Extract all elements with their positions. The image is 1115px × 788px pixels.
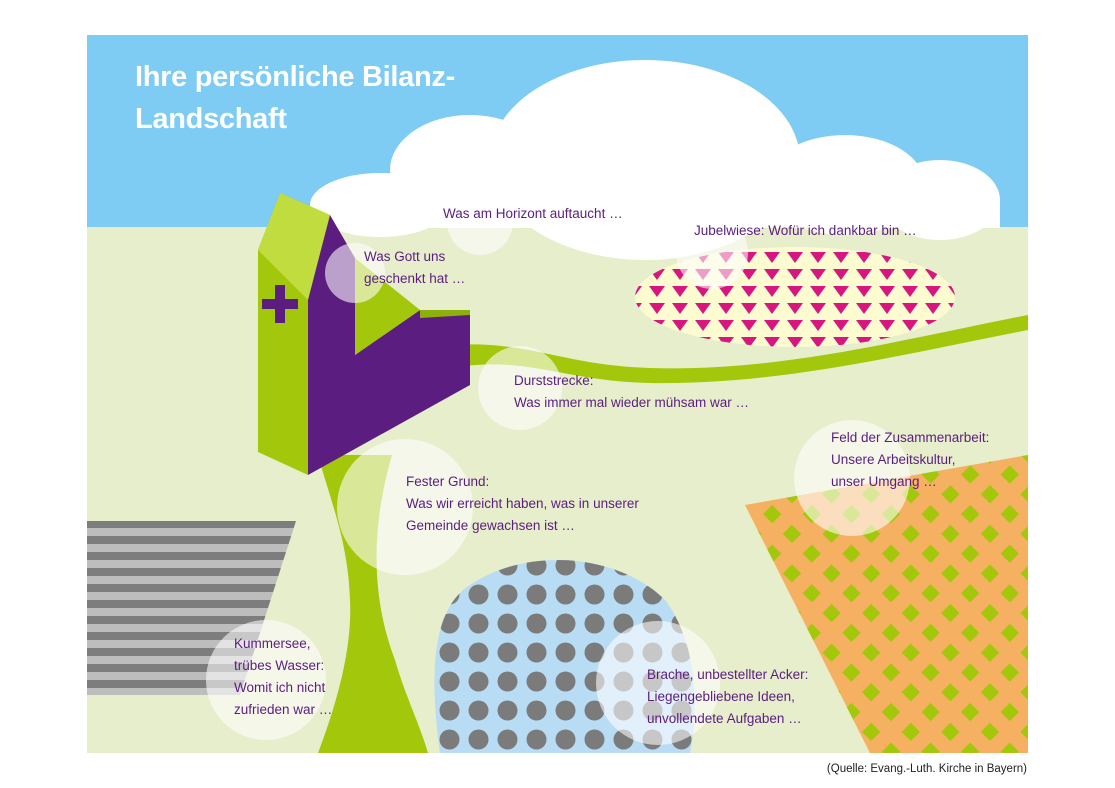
label-gott-line-1: Was Gott uns bbox=[364, 249, 446, 264]
label-jubelwiese: Jubelwiese: Wofür ich dankbar bin … bbox=[694, 223, 917, 238]
title-line-1: Ihre persönliche Bilanz- bbox=[135, 61, 455, 93]
label-kummersee-line-4: zufrieden war … bbox=[234, 702, 333, 717]
label-brache-line-3: unvollendete Aufgaben … bbox=[647, 711, 802, 726]
label-gott: Was Gott uns geschenkt hat … bbox=[364, 246, 465, 290]
label-durststrecke: Durststrecke: Was immer mal wieder mühsa… bbox=[514, 370, 749, 414]
source-caption: (Quelle: Evang.-Luth. Kirche in Bayern) bbox=[826, 763, 1027, 775]
label-feld: Feld der Zusammenarbeit: Unsere Arbeitsk… bbox=[831, 427, 989, 493]
label-fester-grund-line-3: Gemeinde gewachsen ist … bbox=[406, 518, 575, 533]
cloud bbox=[310, 60, 1000, 260]
label-horizont: Was am Horizont auftaucht … bbox=[443, 206, 623, 221]
label-kummersee: Kummersee, trübes Wasser: Womit ich nich… bbox=[234, 633, 332, 721]
cross-icon bbox=[262, 285, 298, 323]
label-fester-grund-line-1: Fester Grund: bbox=[406, 474, 490, 489]
label-kummersee-line-2: trübes Wasser: bbox=[234, 658, 325, 673]
label-brache-line-2: Liegengebliebene Ideen, bbox=[647, 689, 795, 704]
label-feld-line-1: Feld der Zusammenarbeit: bbox=[831, 430, 990, 445]
label-feld-line-3: unser Umgang … bbox=[831, 474, 937, 489]
page-title: Ihre persönliche Bilanz- Landschaft bbox=[135, 56, 455, 140]
title-line-2: Landschaft bbox=[135, 103, 287, 135]
label-kummersee-line-1: Kummersee, bbox=[234, 636, 311, 651]
label-kummersee-line-3: Womit ich nicht bbox=[234, 680, 326, 695]
label-feld-line-2: Unsere Arbeitskultur, bbox=[831, 452, 956, 467]
label-gott-line-2: geschenkt hat … bbox=[364, 271, 466, 286]
label-brache: Brache, unbestellter Acker: Liegengeblie… bbox=[647, 664, 808, 730]
label-fester-grund: Fester Grund: Was wir erreicht haben, wa… bbox=[406, 471, 639, 537]
label-durststrecke-line-1: Durststrecke: bbox=[514, 373, 594, 388]
label-fester-grund-line-2: Was wir erreicht haben, was in unserer bbox=[406, 496, 639, 511]
label-durststrecke-line-2: Was immer mal wieder mühsam war … bbox=[514, 395, 750, 410]
highlight-circles bbox=[206, 189, 910, 745]
label-brache-line-1: Brache, unbestellter Acker: bbox=[647, 667, 809, 682]
